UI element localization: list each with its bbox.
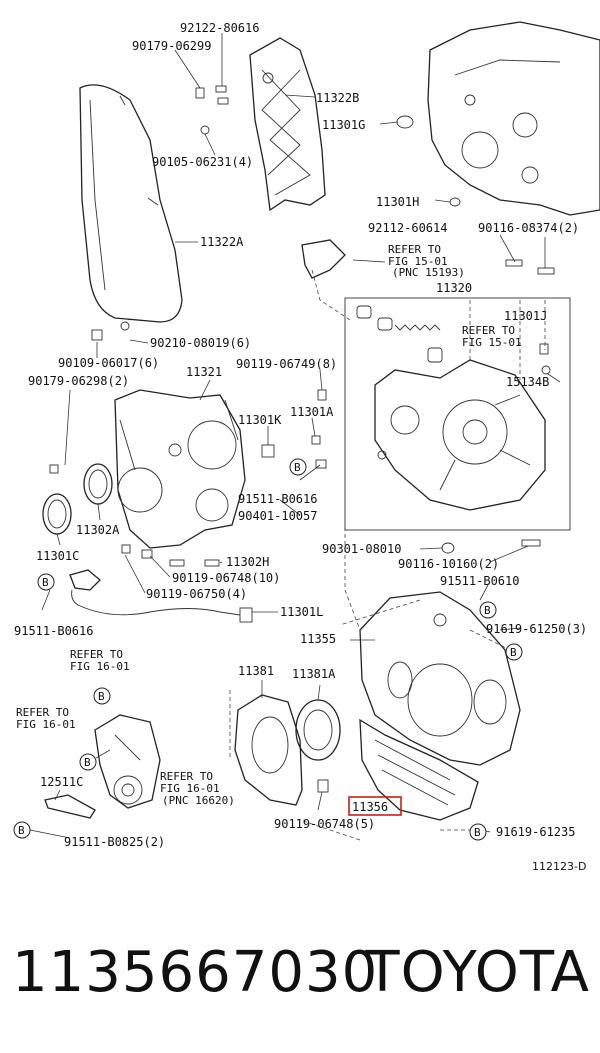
part-number-title: 1135667030 bbox=[12, 940, 379, 1005]
label-91511-B0610: 91511-B0610 bbox=[440, 574, 519, 588]
label-11301L: 11301L bbox=[280, 605, 323, 619]
highlight-box-11356 bbox=[348, 796, 402, 816]
svg-text:B: B bbox=[484, 604, 491, 617]
label-90109-06017: 90109-06017(6) bbox=[58, 356, 159, 370]
label-92112-60614: 92112-60614 bbox=[368, 221, 447, 235]
oil-pump-body bbox=[374, 359, 546, 511]
engine-block-outline bbox=[427, 21, 600, 216]
gasket-11356 bbox=[359, 718, 479, 821]
sensor-harness bbox=[69, 569, 253, 623]
label-11322B: 11322B bbox=[316, 91, 359, 105]
label-11381: 11381 bbox=[238, 664, 274, 678]
label-11302A: 11302A bbox=[76, 523, 120, 537]
label-fig-15-01-a: FIG 15-01 bbox=[388, 255, 448, 268]
svg-text:B: B bbox=[84, 756, 91, 769]
brand-name: TOYOTA bbox=[365, 940, 590, 1005]
seal-retainer-11381 bbox=[234, 694, 303, 806]
label-90301-08010: 90301-08010 bbox=[322, 542, 401, 556]
cover-upper-right bbox=[249, 37, 326, 212]
label-91619-61250: 91619-61250(3) bbox=[486, 622, 587, 636]
label-11301G: 11301G bbox=[322, 118, 365, 132]
label-12511C: 12511C bbox=[40, 775, 83, 789]
label-refer-to-2: REFER TO bbox=[462, 324, 515, 337]
timing-chain-cover bbox=[114, 389, 246, 549]
label-90116-10160: 90116-10160(2) bbox=[398, 557, 499, 571]
label-11301K: 11301K bbox=[238, 413, 282, 427]
label-11302H: 11302H bbox=[226, 555, 269, 569]
label-91511-B0825: 91511-B0825(2) bbox=[64, 835, 165, 849]
svg-text:B: B bbox=[18, 824, 25, 837]
label-91511-B0616-b: 91511-B0616 bbox=[14, 624, 93, 638]
label-91511-B0616-a: 91511-B0616 bbox=[238, 492, 317, 506]
label-11356: 11356 bbox=[352, 800, 388, 814]
svg-text:B: B bbox=[42, 576, 49, 589]
assembly-box-11320 bbox=[344, 297, 571, 531]
label-90119-06748-5: 90119-06748(5) bbox=[274, 817, 375, 831]
label-90179-06298: 90179-06298(2) bbox=[28, 374, 129, 388]
label-fig-15-01-b: FIG 15-01 bbox=[462, 336, 522, 349]
svg-text:B: B bbox=[98, 690, 105, 703]
label-refer-to-1: REFER TO bbox=[388, 243, 441, 256]
label-92122-80616: 92122-80616 bbox=[180, 21, 259, 35]
gasket-refer-fig15 bbox=[301, 239, 346, 279]
label-refer-to-5: REFER TO bbox=[160, 770, 213, 783]
assembly-dashed-lines bbox=[229, 269, 546, 841]
label-90105-06231: 90105-06231(4) bbox=[152, 155, 253, 169]
label-90210-08019: 90210-08019(6) bbox=[150, 336, 251, 350]
leader-lines bbox=[29, 33, 561, 839]
label-fig-16-01-c: FIG 16-01 bbox=[160, 782, 220, 795]
label-90119-06750: 90119-06750(4) bbox=[146, 587, 247, 601]
label-fig-16-01-b: FIG 16-01 bbox=[16, 718, 76, 731]
rear-plate-11355 bbox=[359, 591, 521, 766]
label-11355: 11355 bbox=[300, 632, 336, 646]
svg-text:B: B bbox=[294, 461, 301, 474]
label-90119-06748-10: 90119-06748(10) bbox=[172, 571, 280, 585]
label-pnc-16620: (PNC 16620) bbox=[162, 794, 235, 807]
label-11381A: 11381A bbox=[292, 667, 336, 681]
bracket-assembly bbox=[94, 714, 161, 809]
label-90401-10057: 90401-10057 bbox=[238, 509, 317, 523]
label-11322A: 11322A bbox=[200, 235, 244, 249]
label-91619-61235: 91619-61235 bbox=[496, 825, 575, 839]
label-11301C: 11301C bbox=[36, 549, 79, 563]
label-11301A: 11301A bbox=[290, 405, 334, 419]
svg-text:B: B bbox=[510, 646, 517, 659]
part-labels: 92122-80616 90179-06299 11322B 11301G 90… bbox=[14, 21, 587, 873]
timing-cover-upper bbox=[79, 84, 183, 323]
label-11320: 11320 bbox=[436, 281, 472, 295]
label-11301H: 11301H bbox=[376, 195, 419, 209]
label-fig-16-01-a: FIG 16-01 bbox=[70, 660, 130, 673]
label-pnc-15193: (PNC 15193) bbox=[392, 266, 465, 279]
svg-text:B: B bbox=[474, 826, 481, 839]
label-refer-to-4: REFER TO bbox=[16, 706, 69, 719]
relief-valve-parts bbox=[356, 305, 443, 363]
label-refer-to-3: REFER TO bbox=[70, 648, 123, 661]
rear-oil-seal-11381A bbox=[295, 699, 341, 761]
label-15134B: 15134B bbox=[506, 375, 549, 389]
bracket-12511C bbox=[44, 794, 96, 819]
parts-diagram: B B B B B B B B 92122-80616 90179-06299 … bbox=[13, 21, 600, 873]
label-90116-08374: 90116-08374(2) bbox=[478, 221, 579, 235]
label-90119-06749: 90119-06749(8) bbox=[236, 357, 337, 371]
label-11321: 11321 bbox=[186, 365, 222, 379]
b-callouts: B B B B B B B B bbox=[13, 458, 523, 841]
label-11301J: 11301J bbox=[504, 309, 547, 323]
diagram-id: 112123-D bbox=[532, 860, 586, 873]
label-90179-06299: 90179-06299 bbox=[132, 39, 211, 53]
